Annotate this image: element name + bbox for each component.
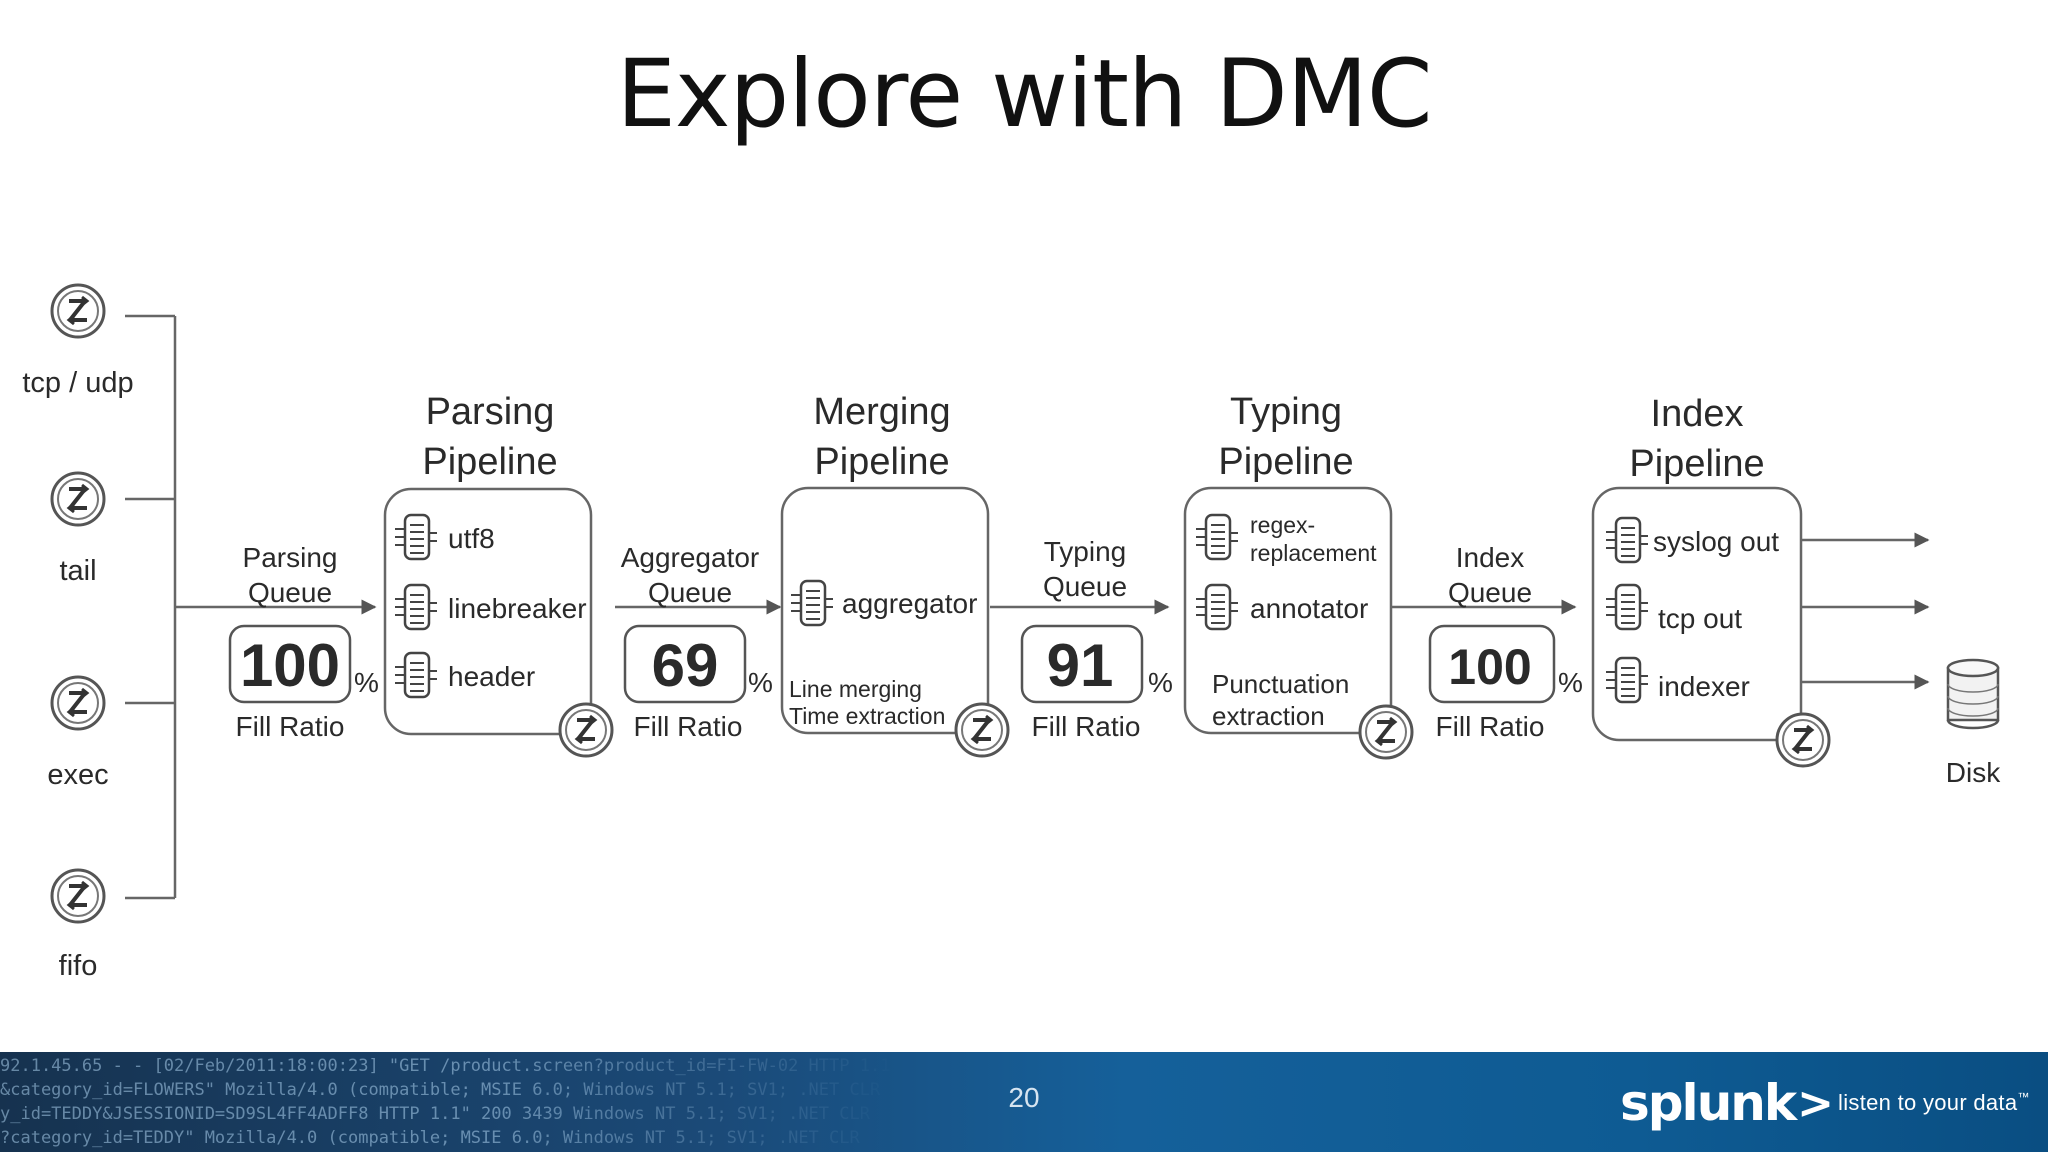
- background-log-text: 92.1.45.65 - - [02/Feb/2011:18:00:23] "G…: [0, 1052, 901, 1152]
- processor-label: header: [448, 661, 535, 692]
- trademark-mark: ™: [2017, 1089, 2030, 1104]
- typing-queue: Typing Queue 91 % Fill Ratio: [1020, 536, 1173, 742]
- fill-ratio-unit: %: [1558, 667, 1583, 698]
- processor-label: replacement: [1250, 540, 1377, 566]
- pipeline-note: Time extraction: [789, 703, 945, 729]
- index-pipeline: Index Pipeline syslog out tcp out indexe…: [1591, 393, 1831, 768]
- pipeline-box: [1183, 486, 1393, 735]
- input-exec: exec: [47, 675, 109, 791]
- fill-ratio-box: [623, 624, 747, 704]
- processor-label: regex-: [1250, 512, 1315, 538]
- pipeline-box: [383, 487, 593, 736]
- fill-ratio-value: 100: [240, 632, 340, 699]
- slide-footer: 92.1.45.65 - - [02/Feb/2011:18:00:23] "G…: [0, 1052, 2048, 1152]
- queue-name: Queue: [248, 577, 332, 608]
- fill-ratio-caption: Fill Ratio: [1436, 711, 1545, 742]
- parsing-pipeline: Parsing Pipeline utf8 linebreaker header: [383, 391, 614, 758]
- splunk-process-icon: [1775, 712, 1831, 768]
- fill-ratio-unit: %: [748, 667, 773, 698]
- fill-ratio-box: [1428, 624, 1556, 704]
- queue-name: Aggregator: [621, 542, 760, 573]
- fill-ratio-unit: %: [354, 667, 379, 698]
- splunk-process-icon: [1358, 704, 1414, 760]
- index-queue: Index Queue 100 % Fill Ratio: [1428, 542, 1583, 742]
- logo-wordmark: splunk: [1620, 1074, 1797, 1132]
- pipeline-title: Pipeline: [1629, 443, 1764, 485]
- fill-ratio-value: 100: [1448, 639, 1531, 695]
- input-label: tail: [59, 555, 96, 587]
- pipeline-title: Pipeline: [422, 441, 557, 483]
- fill-ratio-unit: %: [1148, 667, 1173, 698]
- splunk-process-icon: [558, 702, 614, 758]
- queue-name: Queue: [648, 577, 732, 608]
- fill-ratio-caption: Fill Ratio: [1032, 711, 1141, 742]
- fill-ratio-box: [1020, 624, 1144, 704]
- slide-title: Explore with DMC: [616, 40, 1432, 149]
- log-line: &category_id=FLOWERS" Mozilla/4.0 (compa…: [0, 1080, 881, 1100]
- processor-label: linebreaker: [448, 593, 587, 624]
- processor-label: indexer: [1658, 671, 1750, 702]
- page-number: 20: [1008, 1082, 1040, 1113]
- fill-ratio-value: 91: [1047, 632, 1114, 699]
- processor-label: tcp out: [1658, 603, 1742, 634]
- logo-chevron: >: [1797, 1077, 1835, 1129]
- fill-ratio-caption: Fill Ratio: [634, 711, 743, 742]
- processor-label: aggregator: [842, 588, 977, 619]
- queue-name: Parsing: [243, 542, 338, 573]
- queue-name: Typing: [1044, 536, 1127, 567]
- splunk-process-icon: [50, 675, 106, 731]
- aggregator-queue: Aggregator Queue 69 % Fill Ratio: [621, 542, 773, 742]
- splunk-process-icon: [954, 702, 1010, 758]
- parsing-queue: Parsing Queue 100 % Fill Ratio: [228, 542, 379, 742]
- input-label: tcp / udp: [22, 367, 133, 399]
- pipeline-note: Line merging: [789, 676, 922, 702]
- input-tail: tail: [50, 471, 106, 587]
- pipeline-box: [780, 486, 990, 735]
- flow-connectors: [175, 532, 1930, 690]
- input-label: exec: [47, 759, 108, 791]
- pipeline-title: Parsing: [426, 391, 555, 433]
- pipeline-title: Pipeline: [814, 441, 949, 483]
- logo-tagline: listen to your data: [1838, 1090, 2018, 1115]
- queue-name: Queue: [1043, 571, 1127, 602]
- queue-name: Queue: [1448, 577, 1532, 608]
- merging-pipeline: Merging Pipeline aggregator Line merging…: [780, 391, 1010, 758]
- processor-label: utf8: [448, 523, 495, 554]
- processor-label: syslog out: [1653, 526, 1779, 557]
- typing-pipeline: Typing Pipeline regex- replacement annot…: [1183, 391, 1414, 760]
- log-line: y_id=TEDDY&JSESSIONID=SD9SL4FF4ADFF8 HTT…: [0, 1104, 870, 1124]
- log-line: ?category_id=TEDDY" Mozilla/4.0 (compati…: [0, 1128, 860, 1148]
- disk-output: Disk: [1946, 658, 2001, 788]
- processor-label: annotator: [1250, 593, 1368, 624]
- fill-ratio-box: [228, 624, 352, 704]
- log-line: 92.1.45.65 - - [02/Feb/2011:18:00:23] "G…: [0, 1056, 901, 1076]
- disk-label: Disk: [1946, 757, 2001, 788]
- fill-ratio-caption: Fill Ratio: [236, 711, 345, 742]
- splunk-process-icon: [50, 283, 106, 339]
- input-bus: [125, 314, 177, 900]
- input-fifo: fifo: [50, 868, 106, 982]
- input-label: fifo: [59, 950, 98, 982]
- pipeline-title: Index: [1651, 393, 1744, 435]
- pipeline-title: Typing: [1230, 391, 1342, 433]
- splunk-process-icon: [50, 868, 106, 924]
- pipeline-title: Pipeline: [1218, 441, 1353, 483]
- pipeline-title: Merging: [813, 391, 950, 433]
- fill-ratio-value: 69: [652, 632, 719, 699]
- queue-name: Index: [1456, 542, 1525, 573]
- splunk-logo: splunk>listen to your data™: [1620, 1074, 2029, 1134]
- pipeline-note: Punctuation: [1212, 669, 1349, 699]
- splunk-process-icon: [50, 471, 106, 527]
- pipeline-note: extraction: [1212, 701, 1325, 731]
- input-tcp-udp: tcp / udp: [22, 283, 134, 399]
- indexing-pipeline-diagram: tcp / udp tail exec fifo Parsing Queue 1…: [22, 283, 2001, 982]
- disk-icon: [1946, 658, 2000, 730]
